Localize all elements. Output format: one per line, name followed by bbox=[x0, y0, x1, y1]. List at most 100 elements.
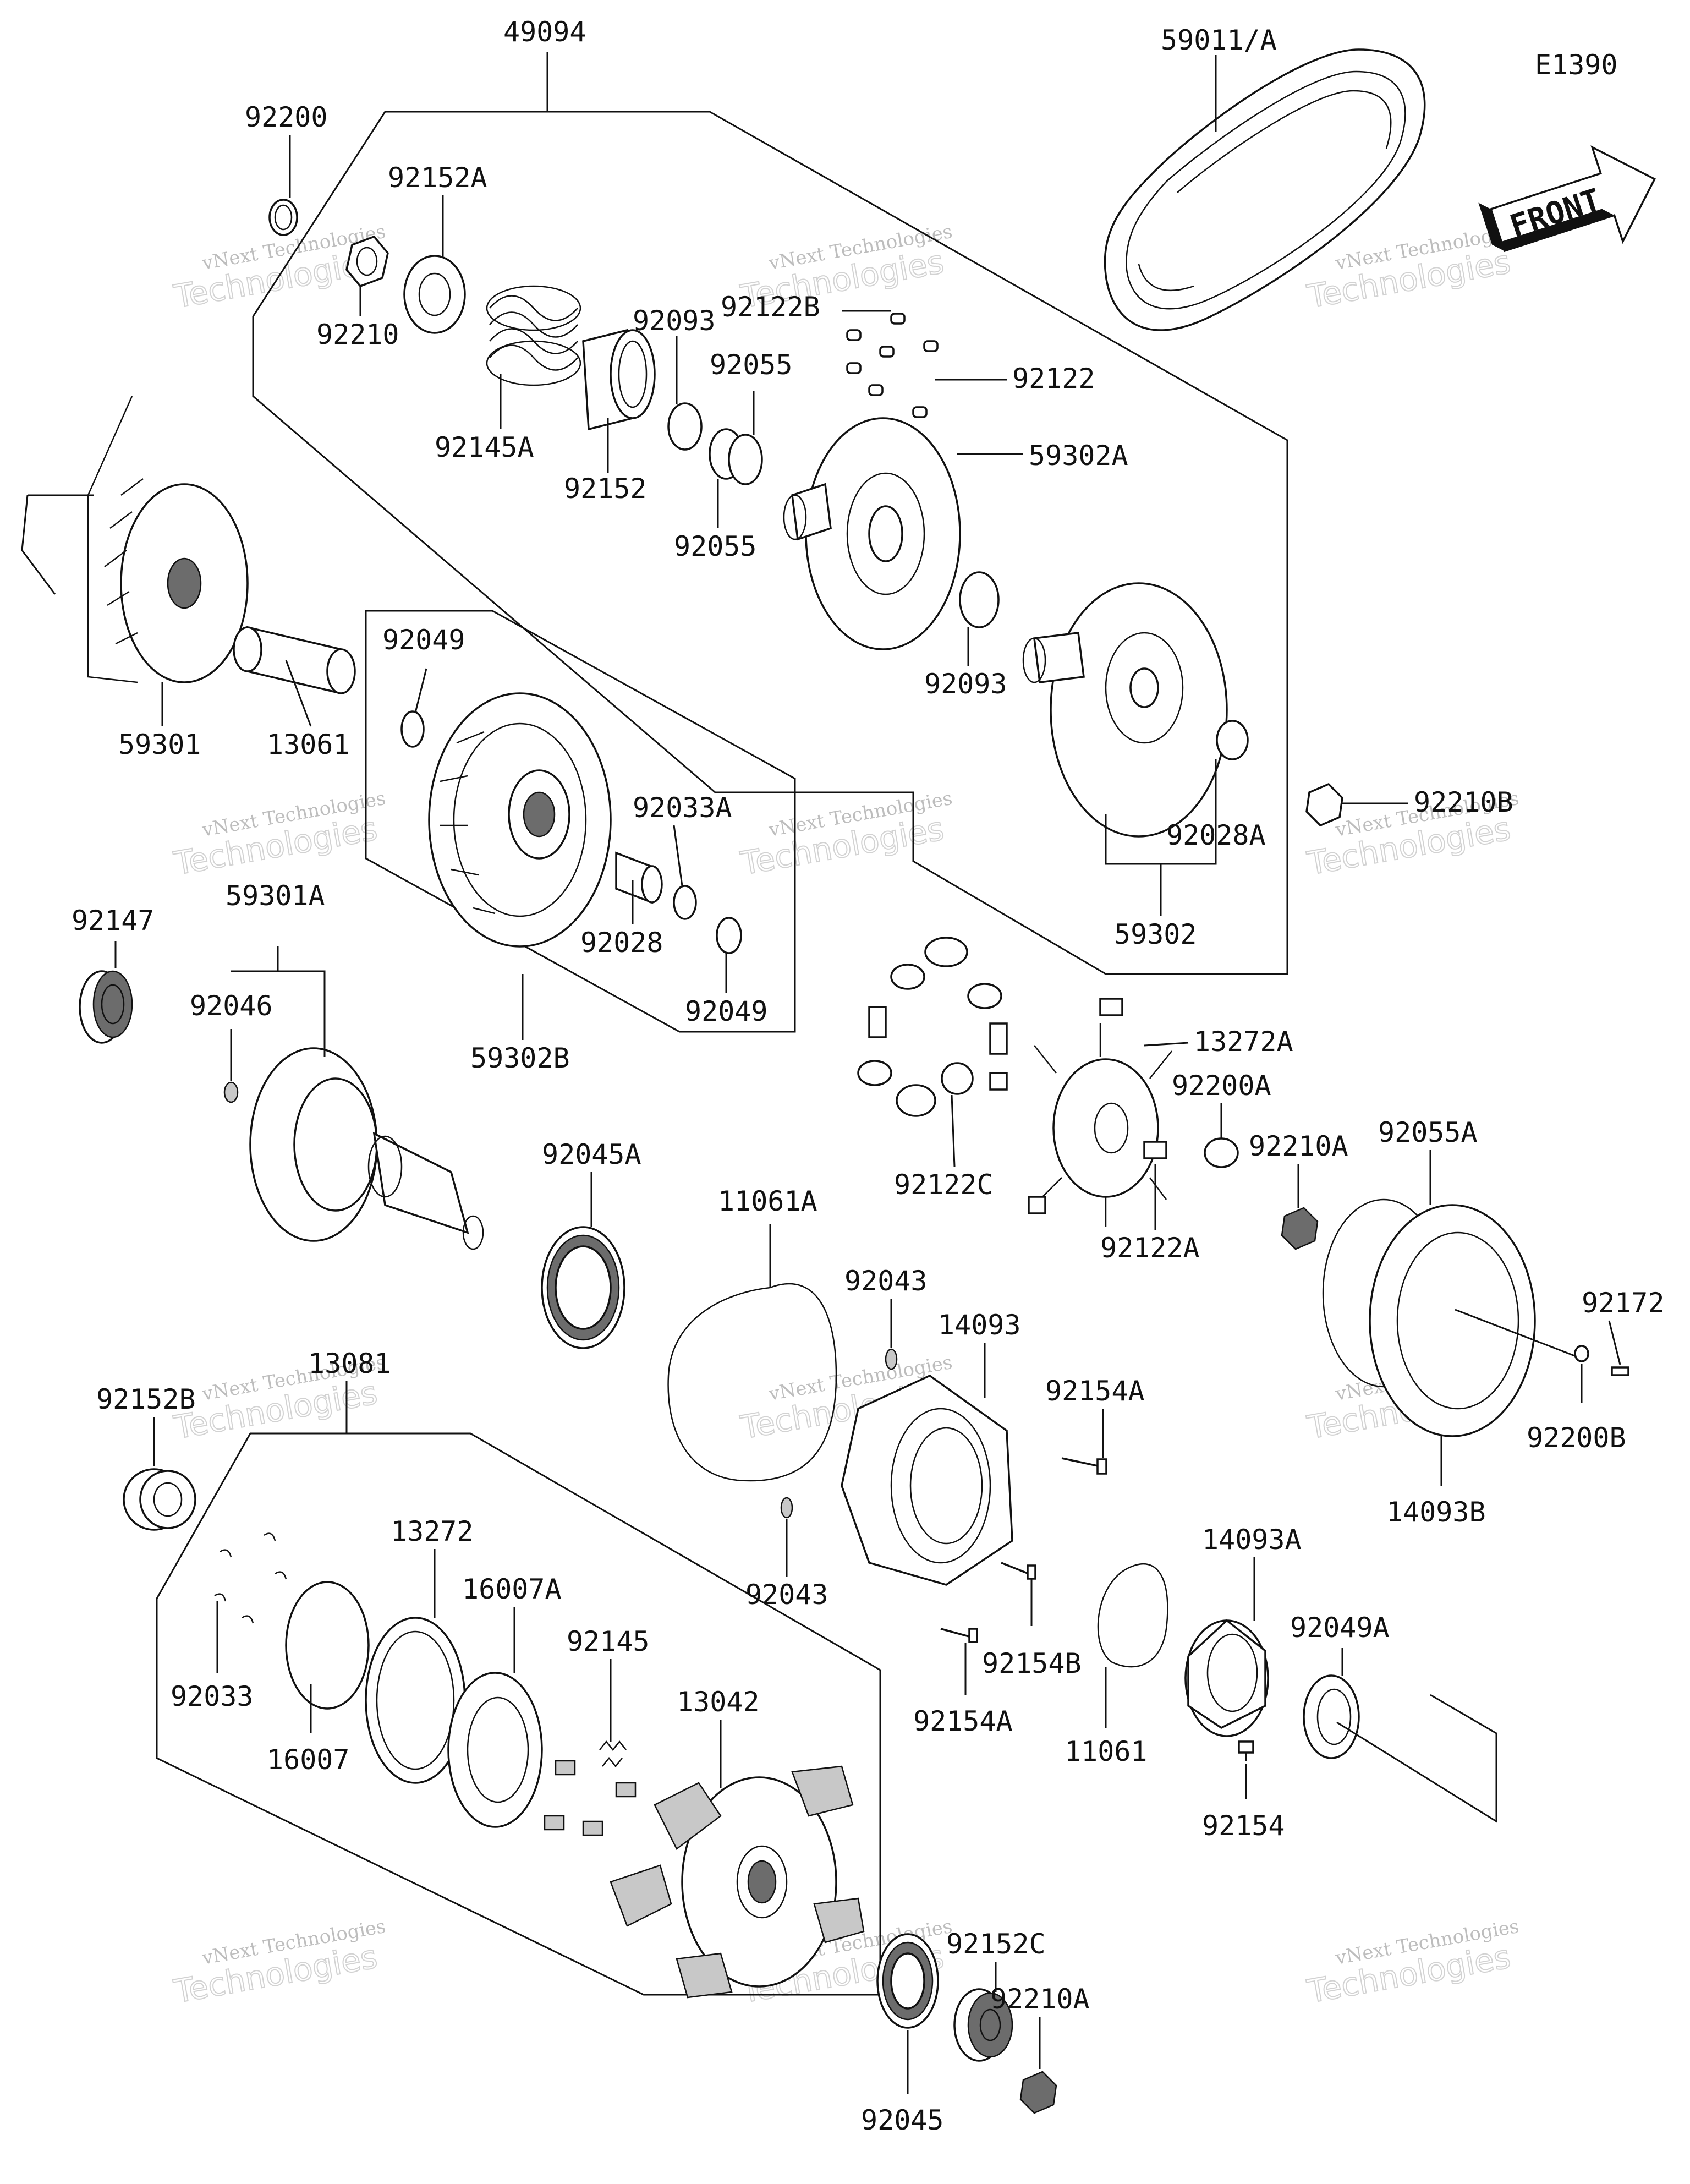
plate-16007a bbox=[447, 1672, 543, 1828]
bearing-92028a bbox=[1216, 720, 1249, 760]
ring-92049-lower bbox=[716, 917, 742, 954]
label-92055: 92055 bbox=[710, 349, 793, 381]
cap-14093a bbox=[1184, 1619, 1269, 1737]
spring-92145a bbox=[486, 285, 581, 386]
washer-92200a bbox=[1204, 1137, 1239, 1168]
ring-92055-b bbox=[728, 434, 763, 485]
nut-92210 bbox=[345, 235, 389, 288]
label-92049a: 92049A bbox=[1290, 1612, 1390, 1644]
label-13061: 13061 bbox=[267, 729, 350, 760]
group-outline-59302b bbox=[365, 610, 796, 1033]
dowel-pin-92043-upper bbox=[885, 1348, 898, 1370]
label-92210a: 92210A bbox=[990, 1983, 1090, 2015]
bolt-92154b bbox=[1001, 1562, 1036, 1580]
label-92055a: 92055A bbox=[1378, 1116, 1478, 1148]
label-92049: 92049 bbox=[382, 624, 465, 656]
label-59302a: 59302A bbox=[1029, 440, 1128, 472]
label-59302: 59302 bbox=[1114, 918, 1197, 950]
label-92122a: 92122A bbox=[1100, 1232, 1200, 1264]
label-92145: 92145 bbox=[567, 1625, 650, 1657]
label-92049: 92049 bbox=[685, 995, 768, 1027]
label-13272: 13272 bbox=[391, 1515, 474, 1547]
label-92122: 92122 bbox=[1012, 363, 1095, 395]
label-92210: 92210 bbox=[316, 319, 399, 351]
label-16007a: 16007A bbox=[462, 1573, 562, 1605]
label-92210a: 92210A bbox=[1249, 1130, 1348, 1162]
label-13042: 13042 bbox=[677, 1686, 760, 1718]
leader-lines bbox=[114, 52, 1621, 2094]
label-49094: 49094 bbox=[503, 16, 586, 48]
sleeve-92152 bbox=[582, 329, 656, 431]
label-16007: 16007 bbox=[267, 1744, 350, 1776]
clutch-13042 bbox=[610, 1765, 865, 1999]
ring-92093-lower bbox=[959, 571, 1000, 628]
label-92200: 92200 bbox=[245, 101, 328, 133]
nut-92210a-lower bbox=[1019, 2071, 1057, 2114]
collar-92152c bbox=[953, 1988, 1013, 2062]
label-92152c: 92152C bbox=[946, 1928, 1046, 1960]
label-92154a: 92154A bbox=[913, 1705, 1013, 1737]
label-92043: 92043 bbox=[745, 1579, 828, 1611]
label-92055: 92055 bbox=[674, 530, 757, 562]
sheave-59302b bbox=[428, 692, 612, 948]
label-92093: 92093 bbox=[924, 668, 1007, 700]
label-92200b: 92200B bbox=[1527, 1422, 1626, 1454]
sleeve-13061 bbox=[233, 626, 356, 695]
group-outline-13081 bbox=[156, 1432, 881, 1996]
rollers-92122c bbox=[857, 937, 1008, 1117]
label-92045a: 92045A bbox=[542, 1138, 641, 1170]
drive-belt-59011a bbox=[1104, 48, 1426, 331]
group-outline-49094 bbox=[252, 111, 1288, 975]
label-59302b: 59302B bbox=[470, 1042, 570, 1074]
label-14093a: 14093A bbox=[1202, 1524, 1302, 1556]
label-92045: 92045 bbox=[861, 2104, 944, 2136]
label-92154b: 92154B bbox=[982, 1647, 1082, 1679]
ring-92200 bbox=[268, 199, 298, 236]
label-92147: 92147 bbox=[72, 905, 155, 937]
label-92152: 92152 bbox=[564, 473, 647, 505]
label-14093: 14093 bbox=[938, 1309, 1021, 1341]
plate-16007 bbox=[285, 1581, 370, 1710]
label-92152a: 92152A bbox=[388, 162, 487, 194]
label-92200a: 92200A bbox=[1172, 1070, 1271, 1102]
pulley-59301 bbox=[21, 396, 249, 683]
cover-14093b bbox=[1322, 1198, 1536, 1437]
label-92122b: 92122B bbox=[721, 291, 820, 323]
label-59011a: 59011/A bbox=[1161, 24, 1277, 56]
part-labels: E1390 49094 92200 92152A 92210 92145A 92… bbox=[72, 16, 1665, 2136]
clips-92033 bbox=[214, 1532, 287, 1624]
label-92152b: 92152B bbox=[96, 1383, 196, 1415]
ring-92093-upper bbox=[667, 402, 703, 451]
label-92028a: 92028A bbox=[1166, 819, 1266, 851]
label-92043: 92043 bbox=[844, 1265, 928, 1297]
bearing-92028 bbox=[615, 851, 663, 904]
label-59301: 59301 bbox=[118, 729, 201, 760]
dowel-pin-92043-lower bbox=[780, 1497, 793, 1519]
label-92122c: 92122C bbox=[894, 1169, 994, 1201]
washer-92152a bbox=[403, 255, 466, 334]
label-14093b: 14093B bbox=[1386, 1496, 1486, 1528]
diagram-code: E1390 bbox=[1535, 49, 1618, 81]
spider-13272a bbox=[989, 998, 1172, 1227]
label-13081: 13081 bbox=[308, 1348, 391, 1380]
washer-92200b bbox=[1574, 1345, 1589, 1362]
label-92046: 92046 bbox=[190, 990, 273, 1022]
label-92028: 92028 bbox=[580, 927, 663, 959]
pulley-59301a bbox=[249, 1047, 484, 1250]
label-92093: 92093 bbox=[633, 305, 716, 337]
bearing-92147 bbox=[79, 970, 133, 1044]
label-92033a: 92033A bbox=[633, 792, 732, 824]
label-92154: 92154 bbox=[1202, 1810, 1285, 1842]
label-59301a: 59301A bbox=[226, 880, 325, 912]
pin-92046 bbox=[223, 1081, 239, 1103]
springs-92145 bbox=[544, 1740, 637, 1836]
sheave-59302 bbox=[1022, 582, 1228, 838]
label-11061a: 11061A bbox=[718, 1185, 817, 1217]
bolt-92154 bbox=[1238, 1740, 1254, 1761]
nut-92210a-upper bbox=[1281, 1207, 1319, 1250]
sheave-59302a bbox=[783, 417, 961, 650]
nut-92210b bbox=[1305, 782, 1343, 827]
ring-92049-upper bbox=[400, 710, 425, 748]
seal-92049a bbox=[1303, 1674, 1497, 1823]
